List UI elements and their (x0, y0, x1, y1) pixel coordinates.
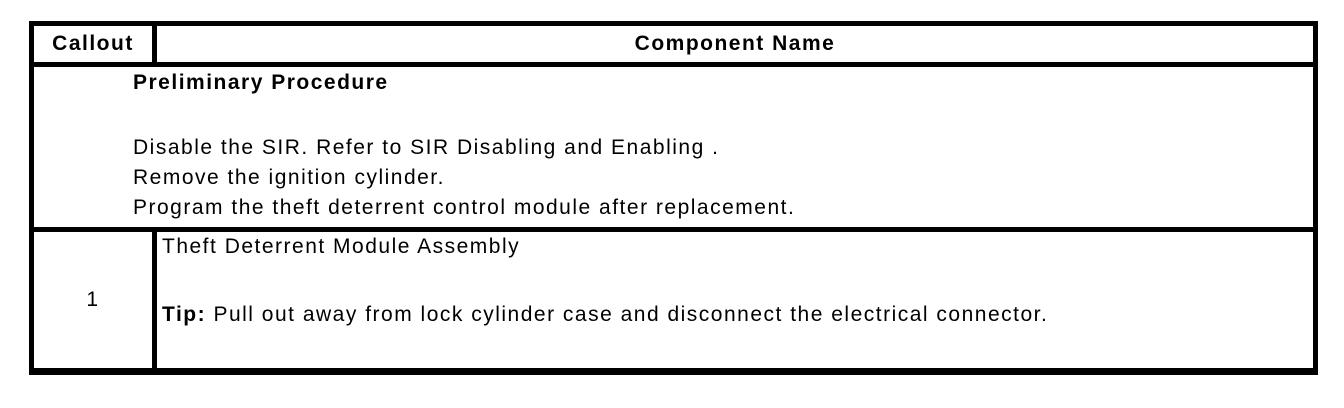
tip-text: Pull out away from lock cylinder case an… (213, 303, 1049, 326)
preliminary-step-program-module: Program the theft deterrent control modu… (133, 196, 796, 219)
header-row: Callout Component Name (29, 21, 1318, 67)
component-callout-table: Callout Component Name Preliminary Proce… (29, 21, 1318, 375)
preliminary-step-disable-sir: Disable the SIR. Refer to SIR Disabling … (133, 136, 720, 159)
callout-number: 1 (29, 232, 157, 375)
preliminary-step-remove-ignition-cylinder: Remove the ignition cylinder. (133, 166, 445, 189)
preliminary-steps: Disable the SIR. Refer to SIR Disabling … (133, 133, 1303, 223)
component-name: Theft Deterrent Module Assembly (162, 235, 521, 258)
component-row-1: 1 Theft Deterrent Module Assembly Tip: P… (29, 232, 1318, 375)
tip-label: Tip: (162, 303, 207, 326)
preliminary-procedure-title: Preliminary Procedure (133, 71, 389, 94)
component-cell: Theft Deterrent Module Assembly Tip: Pul… (157, 232, 1318, 375)
preliminary-procedure-cell: Preliminary Procedure Disable the SIR. R… (29, 67, 1318, 232)
callout-column-header: Callout (29, 21, 157, 67)
component-column-header: Component Name (157, 21, 1318, 67)
component-tip: Tip: Pull out away from lock cylinder ca… (162, 300, 1303, 330)
preliminary-procedure-row: Preliminary Procedure Disable the SIR. R… (29, 67, 1318, 232)
